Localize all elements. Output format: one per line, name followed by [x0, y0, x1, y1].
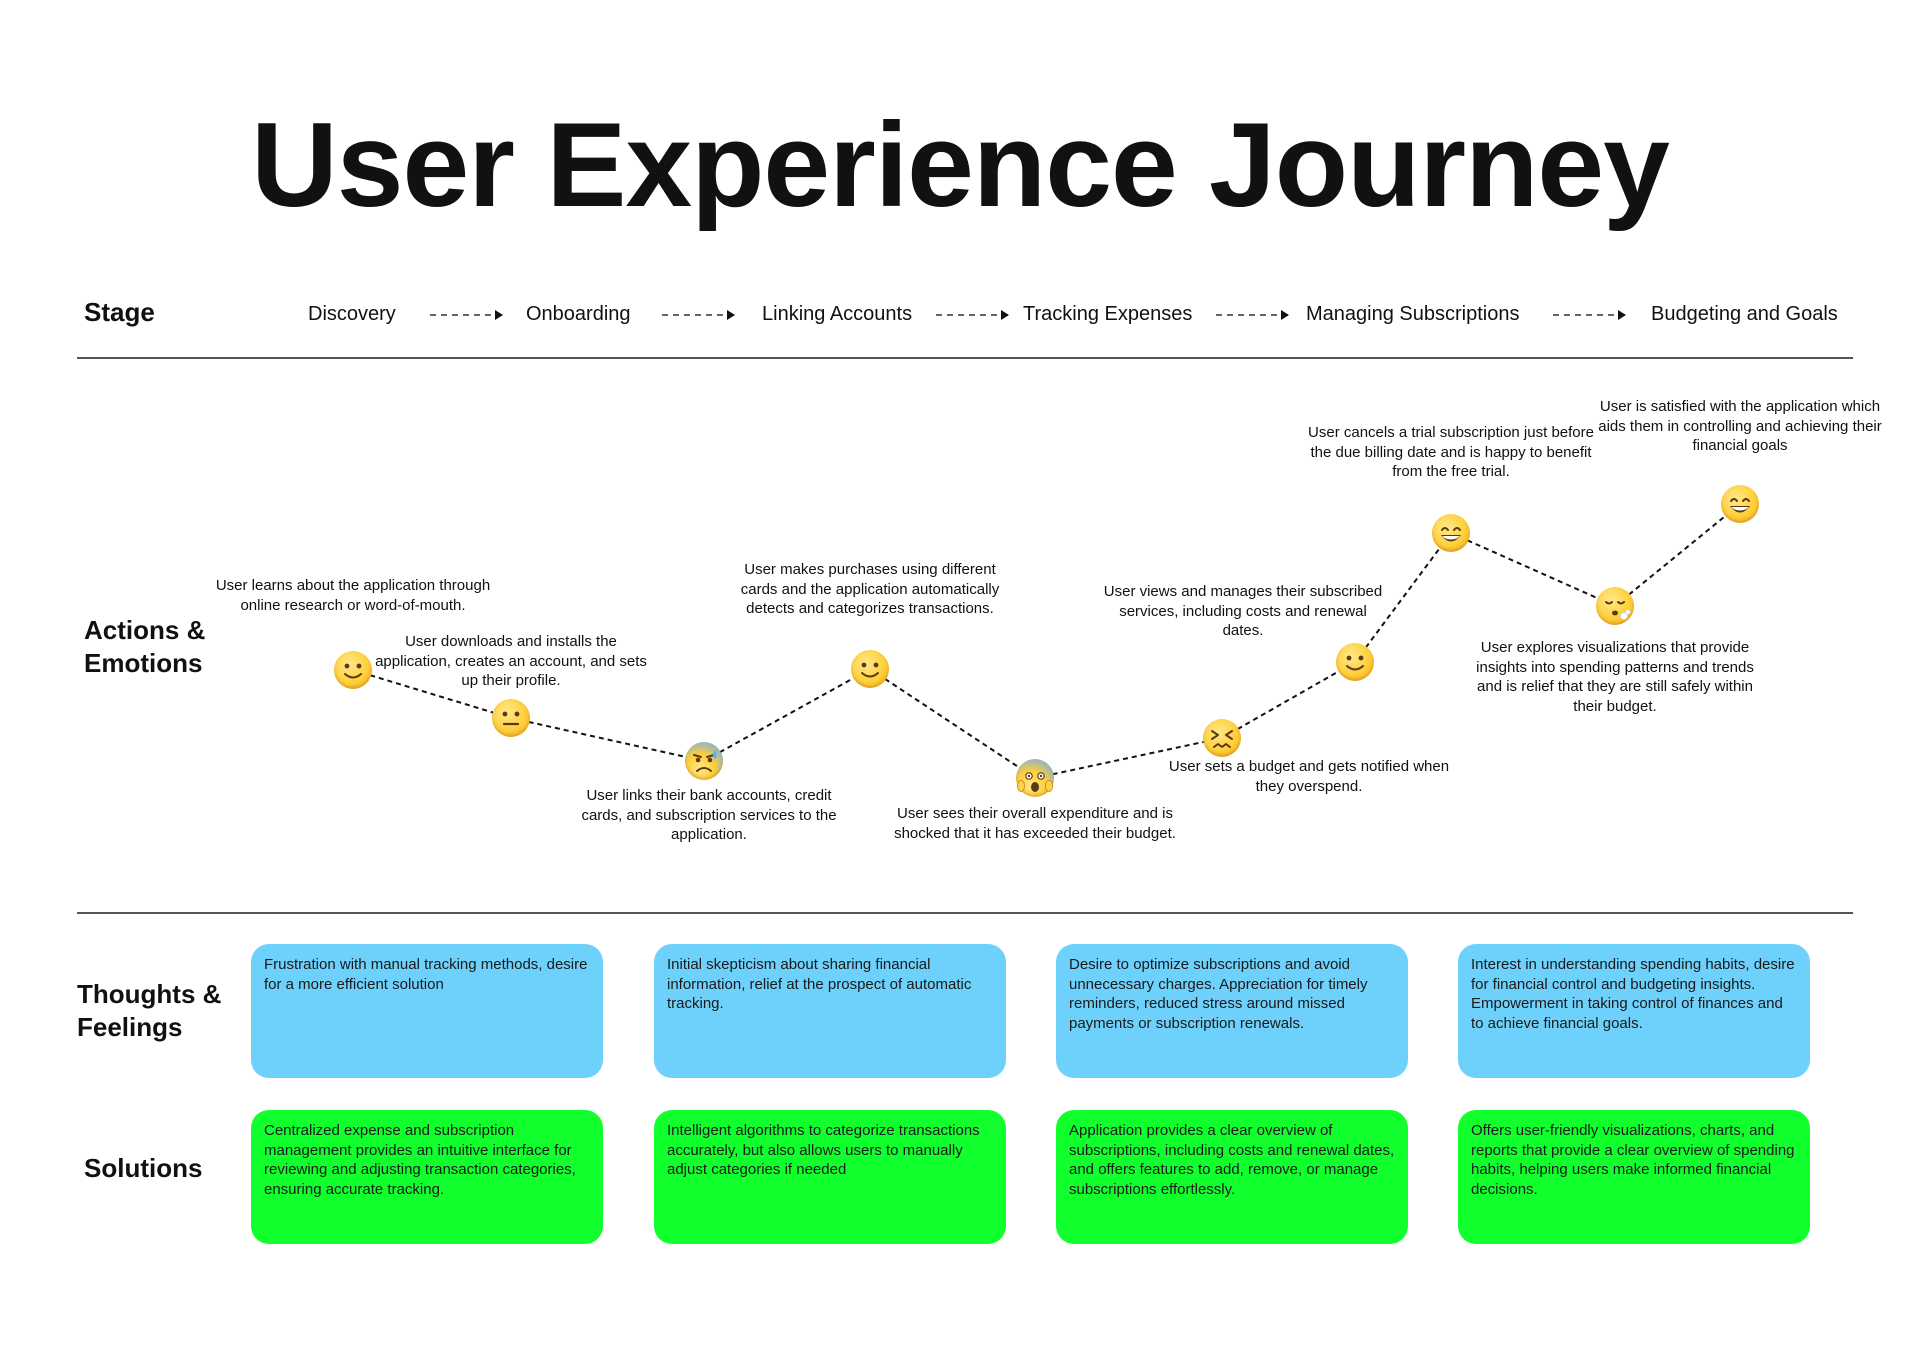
journey-note: User views and manages their subscribed … [1103, 583, 1383, 639]
solution-card-4: Offers user-friendly visualizations, cha… [1458, 1110, 1810, 1244]
stage-budgeting-and-goals: Budgeting and Goals [1651, 303, 1838, 325]
stage-managing-subscriptions: Managing Subscriptions [1306, 303, 1520, 325]
solutions-row-label: Solutions [84, 1153, 203, 1183]
journey-connector [352, 669, 512, 719]
thought-card-3: Desire to optimize subscriptions and avo… [1056, 944, 1408, 1078]
thought-card-1: Frustration with manual tracking methods… [251, 944, 603, 1078]
thought-card-2: Initial skepticism about sharing financi… [654, 944, 1006, 1078]
thought-card-4: Interest in understanding spending habit… [1458, 944, 1810, 1078]
slightly-smiling-emoji-icon [334, 651, 372, 689]
page-title: User Experience Journey [251, 98, 1670, 232]
stage-onboarding: Onboarding [526, 303, 631, 325]
anxious-sweat-emoji-icon [685, 742, 723, 780]
thoughts-feelings-row-label: Thoughts & Feelings [77, 979, 222, 1042]
slightly-smiling-emoji-icon [1336, 643, 1374, 681]
journey-note: User is satisfied with the application w… [1598, 398, 1882, 454]
divider-bottom [77, 912, 1853, 914]
stage-linking-accounts: Linking Accounts [762, 303, 913, 325]
screaming-in-fear-emoji-icon [1016, 759, 1054, 797]
stage-discovery: Discovery [308, 303, 396, 325]
actions-emotions-row-label: Actions & Emotions [84, 615, 206, 678]
journey-note: User cancels a trial subscription just b… [1308, 424, 1594, 480]
stage-tracking-expenses: Tracking Expenses [1023, 303, 1193, 325]
slightly-smiling-emoji-icon [851, 650, 889, 688]
journey-note: User explores visualizations that provid… [1476, 639, 1754, 715]
solution-card-2: Intelligent algorithms to categorize tra… [654, 1110, 1006, 1244]
journey-note: User makes purchases using different car… [740, 561, 1000, 617]
journey-note: User downloads and installs the applicat… [375, 633, 647, 689]
journey-note: User sees their overall expenditure and … [894, 805, 1176, 842]
beaming-grin-emoji-icon [1721, 485, 1759, 523]
journey-note: User sets a budget and gets notified whe… [1168, 758, 1450, 795]
divider-top [77, 357, 1853, 359]
journey-connector [703, 668, 871, 762]
beaming-grin-emoji-icon [1432, 514, 1470, 552]
stage-row-label: Stage [84, 297, 155, 327]
solution-card-1: Centralized expense and subscription man… [251, 1110, 603, 1244]
journey-connector [510, 717, 705, 762]
neutral-emoji-icon [492, 699, 530, 737]
journey-connector [1221, 661, 1356, 739]
face-exhaling-emoji-icon [1596, 587, 1634, 625]
journey-note: User links their bank accounts, credit c… [581, 787, 837, 843]
journey-note: User learns about the application throug… [215, 577, 491, 614]
journey-connector [1450, 532, 1616, 607]
journey-connector [869, 668, 1036, 779]
journey-path [352, 503, 1741, 779]
confounded-emoji-icon [1203, 719, 1241, 757]
solution-card-3: Application provides a clear overview of… [1056, 1110, 1408, 1244]
journey-connector [1034, 737, 1223, 779]
